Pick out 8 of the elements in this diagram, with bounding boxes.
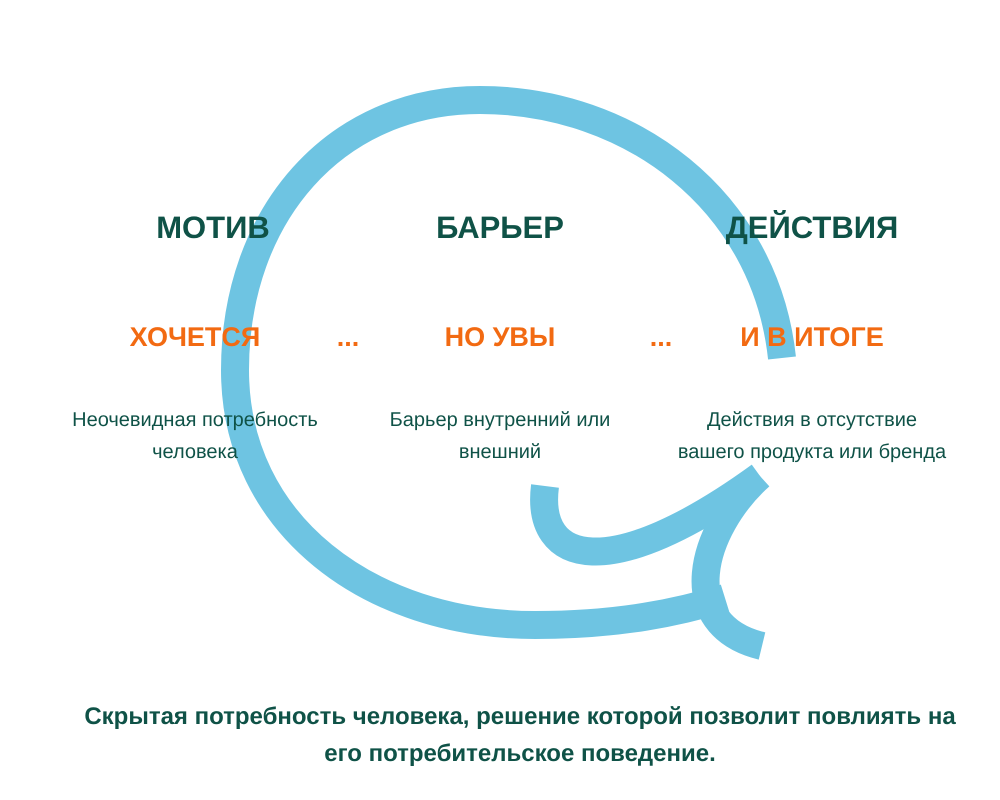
description-text: Действия в отсутствие вашего продукта или бренда <box>678 409 946 463</box>
caption-text: Скрытая потребность человека, решение которой позволит повлиять на его потребительское поведение. <box>84 703 956 768</box>
ellipsis-label: ... <box>650 322 672 352</box>
stage-label: И В ИТОГЕ <box>740 322 884 352</box>
ellipsis-label: ... <box>336 322 360 352</box>
column-heading: БАРЬЕР <box>436 210 564 245</box>
description-text: Барьер внутренний или внешний <box>390 409 610 463</box>
stage-label: НО УВЫ <box>444 322 556 352</box>
